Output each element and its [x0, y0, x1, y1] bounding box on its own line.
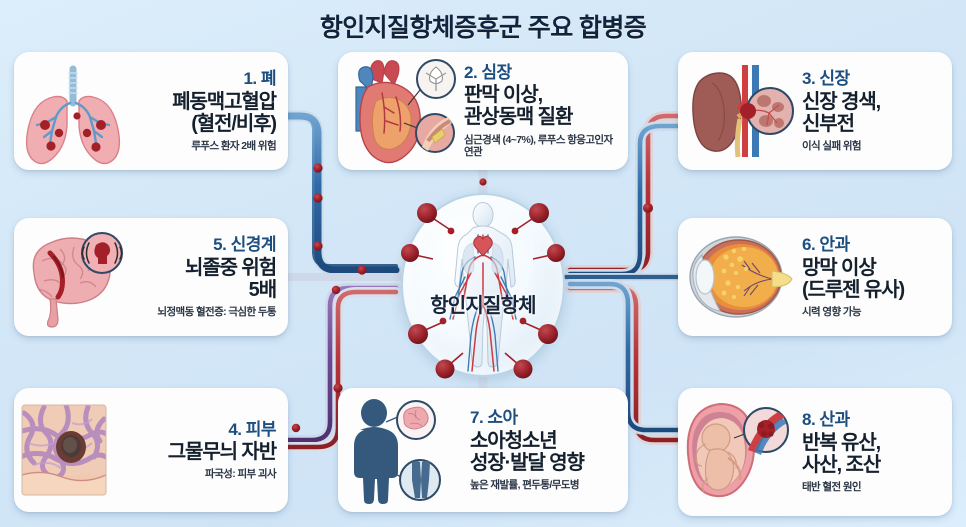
wire-obgyn	[565, 279, 683, 445]
card-heart-sub: 심근경색 (4~7%), 루푸스 항응고인자 연관	[464, 133, 613, 159]
card-eye-main: 망막 이상 (드루젠 유사)	[802, 256, 905, 301]
card-heart[interactable]: 2. 심장 판막 이상, 관상동맥 질환 심근경색 (4~7%), 루푸스 항응…	[338, 52, 628, 170]
card-obgyn-heading: 8. 산과	[802, 410, 850, 430]
card-heart-main: 판막 이상, 관상동맥 질환	[464, 84, 573, 129]
wire-kidney	[565, 111, 683, 279]
card-eye-sub: 시력 영향 가능	[802, 305, 862, 318]
clot-markers	[291, 163, 653, 433]
card-lung-sub: 루푸스 환자 2배 위험	[191, 139, 276, 152]
card-obgyn-sub: 태반 혈전 원인	[802, 480, 862, 493]
card-obgyn-main: 반복 유산, 사산, 조산	[802, 431, 881, 476]
card-skin-heading: 4. 피부	[228, 419, 276, 439]
card-neuro-main: 뇌졸중 위험 5배	[185, 256, 277, 301]
human-circulatory-body-icon	[401, 202, 565, 379]
lungs-icon	[14, 61, 132, 165]
card-skin-sub: 파국성: 피부 괴사	[205, 467, 277, 480]
card-lung[interactable]: 1. 폐 폐동맥고혈압 (혈전/비후) 루푸스 환자 2배 위험	[14, 52, 288, 170]
card-pedia-main: 소아청소년 성장·발달 영향	[470, 429, 585, 474]
card-lung-heading: 1. 폐	[243, 69, 276, 89]
card-eye-heading: 6. 안과	[802, 235, 850, 255]
card-kidney-heading: 3. 신장	[802, 69, 850, 89]
card-kidney-sub: 이식 실패 위험	[802, 139, 862, 152]
wire-lung	[282, 110, 402, 276]
fetus-womb-icon	[678, 398, 796, 506]
card-kidney[interactable]: 3. 신장 신장 경색, 신부전 이식 실패 위험	[678, 52, 952, 170]
card-neuro-text: 5. 신경계 뇌졸중 위험 5배 뇌정맥동 혈전증: 극심한 두통	[136, 235, 288, 318]
card-kidney-main: 신장 경색, 신부전	[802, 90, 881, 135]
card-pedia-text: 7. 소아 소아청소년 성장·발달 영향 높은 재발률, 편두통/무도병	[464, 408, 628, 491]
card-skin[interactable]: 4. 피부 그물무늬 자반 파국성: 피부 괴사	[14, 388, 288, 512]
card-obgyn-text: 8. 산과 반복 유산, 사산, 조산 태반 혈전 원인	[796, 410, 952, 493]
card-obgyn[interactable]: 8. 산과 반복 유산, 사산, 조산 태반 혈전 원인	[678, 388, 952, 516]
card-lung-main: 폐동맥고혈압 (혈전/비후)	[172, 90, 277, 135]
brain-icon	[14, 227, 136, 328]
card-skin-text: 4. 피부 그물무늬 자반 파국성: 피부 괴사	[118, 420, 288, 481]
livedo-skin-icon	[14, 399, 118, 501]
card-pedia-sub: 높은 재발률, 편두통/무도병	[470, 478, 580, 491]
card-heart-heading: 2. 심장	[464, 63, 512, 83]
card-kidney-text: 3. 신장 신장 경색, 신부전 이식 실패 위험	[796, 69, 952, 152]
hub-label: 항인지질항체	[430, 295, 536, 317]
page-title: 항인지질항체증후군 주요 합병증	[319, 14, 647, 42]
card-skin-main: 그물무늬 자반	[167, 440, 277, 463]
hub-antiphospholipid-antibody: 항인지질항체	[383, 185, 583, 385]
card-pedia-heading: 7. 소아	[470, 408, 518, 428]
card-lung-text: 1. 폐 폐동맥고혈압 (혈전/비후) 루푸스 환자 2배 위험	[132, 69, 288, 152]
eye-icon	[678, 227, 796, 327]
card-eye-text: 6. 안과 망막 이상 (드루젠 유사) 시력 영향 가능	[796, 235, 952, 318]
card-neuro-heading: 5. 신경계	[213, 235, 276, 255]
clot-nodules	[401, 203, 565, 379]
card-eye[interactable]: 6. 안과 망막 이상 (드루젠 유사) 시력 영향 가능	[678, 218, 952, 336]
card-pedia[interactable]: 7. 소아 소아청소년 성장·발달 영향 높은 재발률, 편두통/무도병	[338, 388, 628, 512]
card-heart-text: 2. 심장 판막 이상, 관상동맥 질환 심근경색 (4~7%), 루푸스 항응…	[458, 63, 628, 159]
card-neuro[interactable]: 5. 신경계 뇌졸중 위험 5배 뇌정맥동 혈전증: 극심한 두통	[14, 218, 288, 336]
kidney-icon	[678, 59, 796, 163]
card-neuro-sub: 뇌정맥동 혈전증: 극심한 두통	[157, 305, 276, 318]
heart-icon	[338, 57, 458, 165]
wire-skin	[283, 283, 401, 452]
child-icon	[338, 396, 464, 504]
